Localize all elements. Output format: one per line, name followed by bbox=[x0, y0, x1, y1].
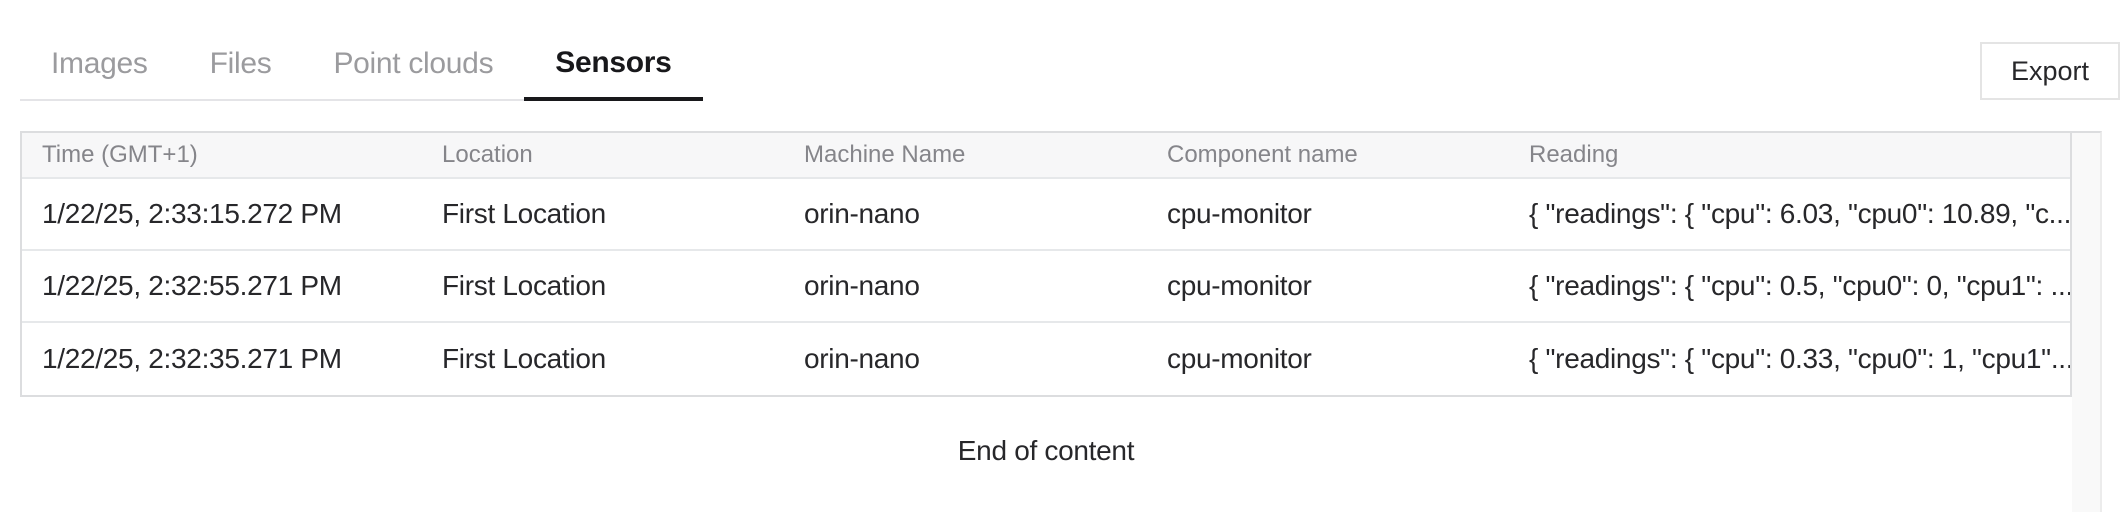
tab-sensors[interactable]: Sensors bbox=[524, 29, 703, 101]
column-header-reading: Reading bbox=[1529, 141, 1619, 168]
cell-reading: { "readings": { "cpu": 6.03, "cpu0": 10.… bbox=[1529, 198, 2070, 229]
cell-machine-name: orin-nano bbox=[804, 343, 920, 374]
cell-time: 1/22/25, 2:32:35.271 PM bbox=[42, 343, 342, 374]
tab-bar: Images Files Point clouds Sensors bbox=[20, 29, 703, 101]
column-header-component-name: Component name bbox=[1167, 141, 1358, 168]
scrollbar-track[interactable] bbox=[2072, 131, 2102, 512]
table-scroll-area: Time (GMT+1) Location Machine Name Compo… bbox=[20, 131, 2102, 514]
cell-component-name: cpu-monitor bbox=[1167, 343, 1312, 374]
cell-machine-name: orin-nano bbox=[804, 198, 920, 229]
table-header-row: Time (GMT+1) Location Machine Name Compo… bbox=[22, 133, 2070, 179]
cell-component-name: cpu-monitor bbox=[1167, 270, 1312, 301]
cell-machine-name: orin-nano bbox=[804, 270, 920, 301]
cell-location: First Location bbox=[442, 198, 606, 229]
cell-reading: { "readings": { "cpu": 0.5, "cpu0": 0, "… bbox=[1529, 270, 2070, 301]
cell-time: 1/22/25, 2:32:55.271 PM bbox=[42, 270, 342, 301]
sensor-readings-table: Time (GMT+1) Location Machine Name Compo… bbox=[20, 131, 2072, 397]
end-of-content-text: End of content bbox=[957, 435, 1135, 466]
table-row[interactable]: 1/22/25, 2:32:55.271 PM First Location o… bbox=[22, 251, 2070, 323]
cell-time: 1/22/25, 2:33:15.272 PM bbox=[42, 198, 342, 229]
export-button[interactable]: Export bbox=[1979, 42, 2120, 100]
cell-location: First Location bbox=[442, 270, 606, 301]
column-header-machine-name: Machine Name bbox=[804, 141, 966, 168]
column-header-location: Location bbox=[442, 141, 533, 168]
column-header-time: Time (GMT+1) bbox=[42, 141, 198, 168]
cell-reading: { "readings": { "cpu": 0.33, "cpu0": 1, … bbox=[1529, 343, 2070, 374]
tab-files[interactable]: Files bbox=[178, 29, 303, 101]
table-row[interactable]: 1/22/25, 2:33:15.272 PM First Location o… bbox=[22, 179, 2070, 251]
tab-point-clouds[interactable]: Point clouds bbox=[302, 29, 525, 101]
cell-location: First Location bbox=[442, 343, 606, 374]
cell-component-name: cpu-monitor bbox=[1167, 198, 1312, 229]
tab-images[interactable]: Images bbox=[20, 29, 179, 101]
table-row[interactable]: 1/22/25, 2:32:35.271 PM First Location o… bbox=[22, 323, 2070, 395]
